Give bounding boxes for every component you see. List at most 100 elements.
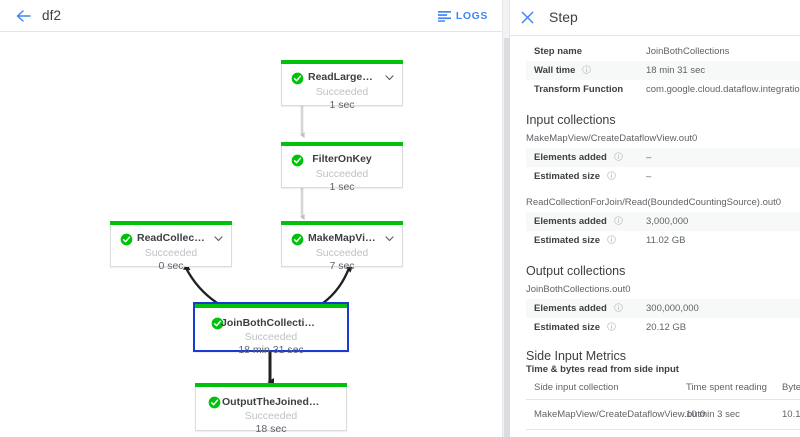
metric-key-label: Estimated size <box>534 322 600 333</box>
node-elapsed-time: 1 sec <box>329 181 355 193</box>
graph-node-output-the-joined-collection[interactable]: OutputTheJoinedCollec... Succeeded 18 se… <box>195 383 347 435</box>
info-icon[interactable] <box>582 65 591 74</box>
metric-key-label: Estimated size <box>534 235 600 246</box>
graph-node-join-both-collections[interactable]: JoinBothCollections Succeeded 18 min 31 … <box>193 302 349 356</box>
metric-value: 3,000,000 <box>646 216 689 227</box>
metric-key-label: Elements added <box>534 152 607 163</box>
metric-key: Estimated size <box>526 318 646 337</box>
step-detail-header: Step <box>510 0 800 36</box>
step-detail-panel: Step Step name JoinBothCollections Wall … <box>510 0 800 437</box>
table-row: Elements added 300,000,000 <box>526 299 800 318</box>
table-row: Elements added 3,000,000 <box>526 212 800 231</box>
table-row: Transform Function com.google.cloud.data… <box>526 80 800 99</box>
metric-key-label: Elements added <box>534 303 607 314</box>
info-icon[interactable] <box>606 235 616 244</box>
check-circle-icon <box>291 233 304 246</box>
node-status-label: Succeeded <box>315 247 369 259</box>
job-name-title: df2 <box>42 8 62 23</box>
table-row: Estimated size 20.12 GB <box>526 318 800 337</box>
info-icon[interactable] <box>613 216 623 225</box>
column-header-time-spent-reading: Time spent reading <box>678 378 774 400</box>
summary-key: Transform Function <box>534 84 624 95</box>
metric-value: – <box>646 152 652 163</box>
cell-bytes-read: 10.14 GB <box>774 399 800 430</box>
node-elapsed-time: 1 sec <box>329 99 355 111</box>
node-status-bar <box>110 221 232 225</box>
detail-panel-scrollbar[interactable] <box>504 38 510 437</box>
summary-value: com.google.cloud.dataflow.integration.Si… <box>646 84 800 95</box>
table-row: Elements added – <box>526 148 800 167</box>
node-status-label: Succeeded <box>244 410 298 422</box>
metric-value: 300,000,000 <box>646 303 699 314</box>
node-elapsed-time: 18 min 31 sec <box>238 344 304 356</box>
table-row: MakeMapView/CreateDataflowView.out0 10 m… <box>526 399 800 430</box>
graph-node-read-large-collection[interactable]: ReadLargeCollectionFr... Succeeded 1 sec <box>281 60 403 111</box>
metric-value: 20.12 GB <box>646 322 687 333</box>
input-collection-block: ReadCollectionForJoin/Read(BoundedCounti… <box>510 196 800 250</box>
check-circle-icon <box>211 317 224 330</box>
close-x-icon[interactable] <box>520 10 535 25</box>
info-icon[interactable] <box>613 303 623 312</box>
collection-name: JoinBothCollections.out0 <box>526 284 631 295</box>
node-selection-outline <box>193 302 349 304</box>
logs-button-label: LOGS <box>455 10 488 22</box>
step-detail-body: Step name JoinBothCollections Wall time <box>510 36 800 437</box>
node-status-bar <box>281 142 403 146</box>
check-circle-icon <box>291 72 304 85</box>
summary-key: Step name <box>534 46 583 57</box>
logs-list-icon <box>437 10 451 22</box>
job-graph-pane: df2 LOGS <box>0 0 502 437</box>
side-input-metrics-heading: Side Input Metrics <box>526 349 627 363</box>
metric-key: Estimated size <box>526 231 646 250</box>
column-header-bytes-read: Bytes read <box>774 378 800 400</box>
summary-value: JoinBothCollections <box>646 46 730 57</box>
metric-key: Elements added <box>526 299 646 318</box>
job-graph-canvas[interactable]: ReadLargeCollectionFr... Succeeded 1 sec… <box>0 32 502 437</box>
node-status-bar <box>195 383 347 387</box>
node-status-label: Succeeded <box>144 247 198 259</box>
collection-name: ReadCollectionForJoin/Read(BoundedCounti… <box>526 197 782 208</box>
chevron-down-icon[interactable] <box>384 72 395 83</box>
logs-button[interactable]: LOGS <box>437 7 488 25</box>
graph-node-make-map-view[interactable]: MakeMapView Succeeded 7 sec <box>281 221 403 272</box>
chevron-down-icon[interactable] <box>213 233 224 244</box>
node-elapsed-time: 18 sec <box>255 423 287 435</box>
summary-key: Wall time <box>526 61 646 80</box>
cell-time-spent-reading: 10 min 3 sec <box>678 399 774 430</box>
table-row: Step name JoinBothCollections <box>526 42 800 61</box>
cell-side-input-collection: MakeMapView/CreateDataflowView.out0 <box>526 399 705 430</box>
node-status-label: Succeeded <box>315 86 369 98</box>
metric-key: Elements added <box>526 212 646 231</box>
step-detail-title: Step <box>549 9 578 25</box>
side-input-metrics-table: Side input collection Time spent reading… <box>526 378 800 430</box>
info-icon[interactable] <box>613 152 623 161</box>
check-circle-icon <box>208 396 221 409</box>
metric-key: Elements added <box>526 148 646 167</box>
top-app-bar: df2 LOGS <box>0 0 502 32</box>
info-icon[interactable] <box>606 322 616 331</box>
graph-edges <box>182 106 354 386</box>
metric-key: Estimated size <box>526 167 646 186</box>
collection-metrics-table: Elements added 300,000,000 <box>526 299 800 337</box>
collection-metrics-table: Elements added 3,000,000 <box>526 212 800 250</box>
node-title: OutputTheJoinedCollec... <box>222 396 346 408</box>
info-icon[interactable] <box>606 171 616 180</box>
side-input-metrics-subheading: Time & bytes read from side input <box>526 364 679 375</box>
summary-key-label: Wall time <box>534 65 576 76</box>
table-row: Estimated size 11.02 GB <box>526 231 800 250</box>
output-collections-heading: Output collections <box>526 264 626 278</box>
chevron-down-icon[interactable] <box>384 233 395 244</box>
metric-value: – <box>646 171 652 182</box>
table-header-row: Side input collection Time spent reading… <box>526 378 800 400</box>
node-title: JoinBothCollections <box>221 317 324 329</box>
graph-node-filter-on-key[interactable]: FilterOnKey Succeeded 1 sec <box>281 142 403 193</box>
graph-node-read-collection-for-join[interactable]: ReadCollectionForJoin Succeeded 0 sec <box>110 221 232 272</box>
table-row: Wall time 18 min 31 sec <box>526 61 800 80</box>
input-collection-block: MakeMapView/CreateDataflowView.out0 Elem… <box>510 132 800 186</box>
back-arrow-icon[interactable] <box>14 7 34 25</box>
table-row: Estimated size – <box>526 167 800 186</box>
node-title: FilterOnKey <box>312 153 372 165</box>
column-header-side-input-collection: Side input collection <box>526 378 678 400</box>
node-status-bar <box>281 221 403 225</box>
input-collections-heading: Input collections <box>526 113 616 127</box>
